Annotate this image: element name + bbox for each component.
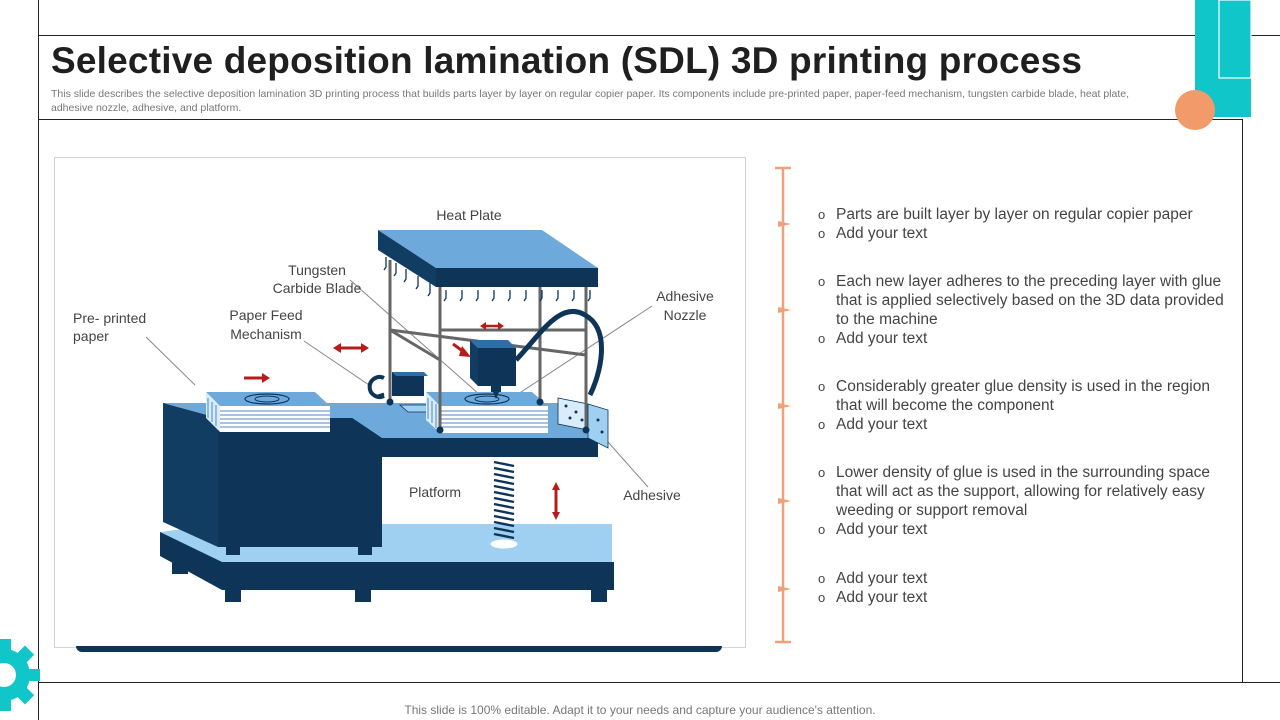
heat-plate (378, 230, 598, 302)
label-preprinted-line2: paper (73, 328, 109, 344)
bullet-item: Add your text (818, 588, 1228, 607)
pointer-feed (303, 340, 370, 386)
label-blade-line2: Carbide Blade (273, 280, 362, 296)
label-platform: Platform (409, 484, 461, 500)
paper-stack-build (426, 392, 548, 433)
arrow-nozzle-left-right-icon (480, 322, 504, 330)
pointer-nozzle (514, 305, 653, 397)
motion-arrows (244, 322, 560, 520)
pointer-blade (349, 279, 481, 396)
bullet-item: Add your text (818, 415, 1228, 434)
diagram-shadow-bar (76, 646, 722, 652)
footer-note: This slide is 100% editable. Adapt it to… (404, 703, 876, 717)
bullet-group-4: Lower density of glue is used in the sur… (818, 463, 1228, 539)
adhesive-container (557, 397, 609, 449)
bullet-item: Add your text (818, 520, 1228, 539)
frame-left-line (38, 0, 39, 720)
orange-dot (1175, 90, 1215, 130)
bullet-item: Each new layer adheres to the preceding … (818, 272, 1228, 329)
bullet-item: Add your text (818, 569, 1228, 588)
bullet-item: Parts are built layer by layer on regula… (818, 205, 1228, 224)
label-nozzle-line1: Adhesive (656, 288, 714, 304)
bullet-group-3: Considerably greater glue density is use… (818, 377, 1228, 434)
bullet-item: Add your text (818, 224, 1228, 243)
timeline-markers (778, 221, 791, 592)
arrow-left-right-icon (333, 343, 369, 353)
frame-pillars (388, 260, 588, 430)
adhesive-nozzle (470, 340, 516, 399)
label-feed-line1: Paper Feed (229, 307, 302, 323)
frame-bottom-line (38, 682, 1280, 683)
teal-outline (1218, 0, 1252, 79)
label-nozzle-line2: Nozzle (664, 307, 707, 323)
bullet-item: Considerably greater glue density is use… (818, 377, 1228, 415)
bullet-group-5: Add your text Add your text (818, 569, 1228, 607)
frame-top-line (38, 35, 1280, 36)
label-heat-plate: Heat Plate (436, 207, 502, 223)
bullet-group-2: Each new layer adheres to the preceding … (818, 272, 1228, 348)
arrow-right-icon (244, 373, 270, 383)
corner-decoration (1175, 0, 1252, 130)
platform-spring (489, 460, 519, 550)
pointer-preprinted (145, 336, 196, 386)
bullet-item: Lower density of glue is used in the sur… (818, 463, 1228, 520)
arrow-up-down-icon (552, 482, 560, 520)
adhesive-hose (514, 308, 604, 397)
bullet-group-1: Parts are built layer by layer on regula… (818, 205, 1228, 243)
label-preprinted-line1: Pre- printed (73, 310, 146, 326)
bullet-item: Add your text (818, 329, 1228, 348)
page-subtitle: This slide describes the selective depos… (51, 88, 1130, 114)
label-adhesive: Adhesive (623, 487, 681, 503)
tungsten-blade (367, 372, 428, 399)
page-title: Selective deposition lamination (SDL) 3D… (51, 40, 1083, 81)
label-feed-line2: Mechanism (230, 326, 302, 342)
frame-right-line (1242, 119, 1243, 682)
arrow-diagonal-icon (452, 342, 471, 357)
frame-header-bottom-line (38, 119, 1243, 120)
paper-stack-left (206, 392, 330, 432)
label-blade-line1: Tungsten (288, 262, 346, 278)
gear-icon (0, 639, 40, 711)
